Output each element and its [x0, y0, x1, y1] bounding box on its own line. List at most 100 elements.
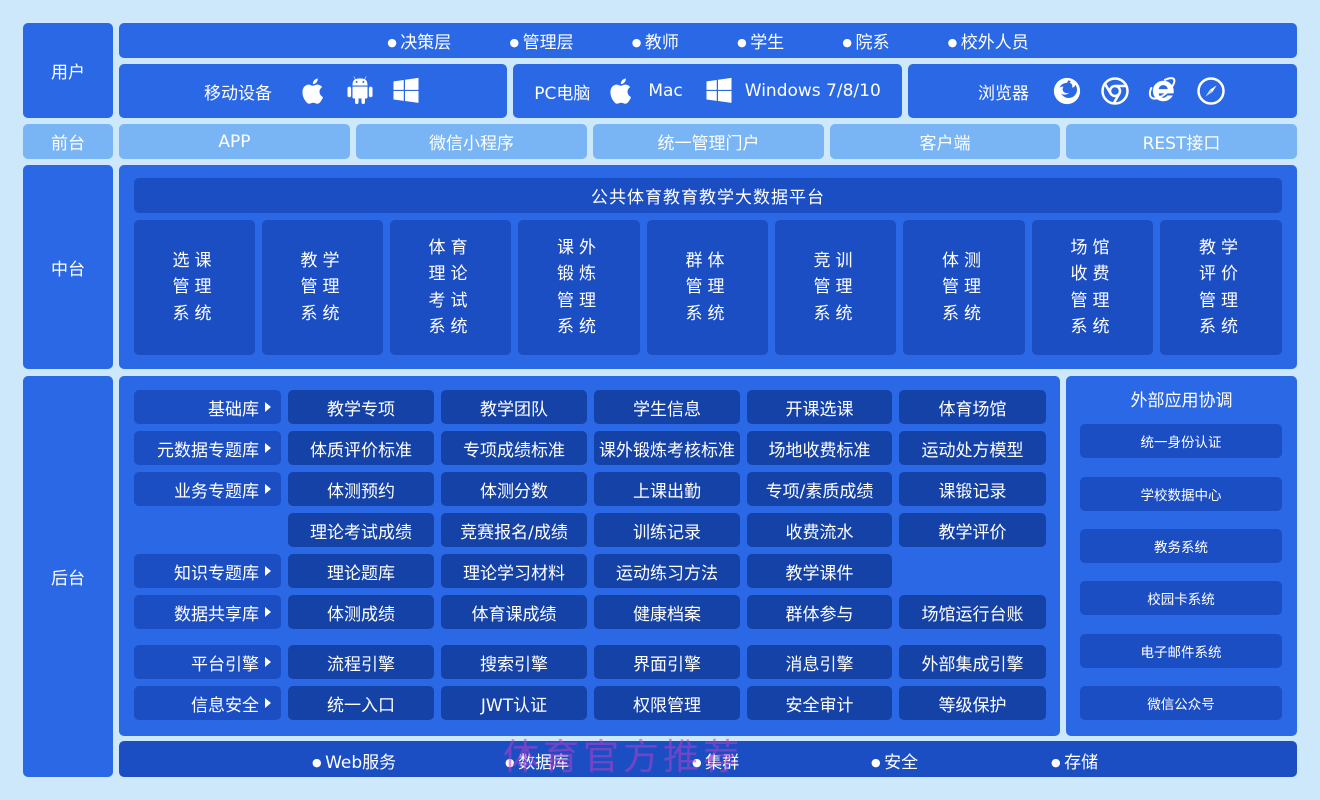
library-cell-label: 统一入口	[327, 695, 395, 716]
external-app-item[interactable]: 学校数据中心	[1080, 477, 1282, 511]
library-cell[interactable]: 理论考试成绩	[288, 513, 434, 547]
front-item-client[interactable]: 客户端	[830, 124, 1060, 159]
external-app-label: 学校数据中心	[1140, 488, 1222, 504]
system-card-label: 教学 评价 管理 系统	[1199, 237, 1243, 338]
external-app-item[interactable]: 电子邮件系统	[1080, 634, 1282, 668]
library-cell[interactable]: 流程引擎	[288, 645, 434, 679]
system-card[interactable]: 体测 管理 系统	[903, 220, 1025, 355]
external-app-item[interactable]: 教务系统	[1080, 529, 1282, 563]
system-card[interactable]: 体育 理论 考试 系统	[390, 220, 511, 355]
library-cell[interactable]: JWT认证	[441, 686, 587, 720]
system-card[interactable]: 群体 管理 系统	[647, 220, 768, 355]
library-cell[interactable]: 教学评价	[899, 513, 1046, 547]
library-label[interactable]: 信息安全	[134, 686, 281, 720]
system-card[interactable]: 课外 锻炼 管理 系统	[518, 220, 640, 355]
front-item-rest[interactable]: REST接口	[1066, 124, 1297, 159]
library-cell[interactable]: 外部集成引擎	[899, 645, 1046, 679]
library-cell[interactable]: 专项成绩标准	[441, 431, 587, 465]
library-cell-label: 流程引擎	[327, 654, 395, 675]
library-cell[interactable]: 体测成绩	[288, 595, 434, 629]
library-cell-label: 外部集成引擎	[921, 654, 1024, 675]
library-label[interactable]: 元数据专题库	[134, 431, 281, 465]
library-cell-label: 消息引擎	[785, 654, 854, 675]
infrastructure-bar: Web服务 数据库 集群 安全 存储	[119, 741, 1297, 777]
library-cell[interactable]: 课外锻炼考核标准	[594, 431, 740, 465]
library-cell-label: 理论学习材料	[463, 563, 565, 584]
front-item-label: 微信小程序	[429, 134, 514, 154]
side-label-middle: 中台	[23, 165, 113, 369]
devices-browser-row: 浏览器	[978, 75, 1227, 107]
front-item-portal[interactable]: 统一管理门户	[593, 124, 824, 159]
external-app-item[interactable]: 校园卡系统	[1080, 581, 1282, 615]
library-cell[interactable]: 教学课件	[747, 554, 892, 588]
library-cell-label: 收费流水	[785, 522, 854, 543]
library-cell-label: 体育场馆	[938, 399, 1007, 420]
library-label[interactable]: 业务专题库	[134, 472, 281, 506]
infra-item: 数据库	[505, 748, 569, 773]
library-cell[interactable]: 消息引擎	[747, 645, 892, 679]
library-cell[interactable]: 理论题库	[288, 554, 434, 588]
external-app-item[interactable]: 统一身份认证	[1080, 424, 1282, 458]
library-cell[interactable]: 体测预约	[288, 472, 434, 506]
system-card[interactable]: 竞训 管理 系统	[775, 220, 896, 355]
system-card[interactable]: 场馆 收费 管理 系统	[1032, 220, 1153, 355]
library-cell[interactable]: 统一入口	[288, 686, 434, 720]
library-cell[interactable]: 等级保护	[899, 686, 1046, 720]
library-cell[interactable]: 搜索引擎	[441, 645, 587, 679]
system-card[interactable]: 教学 评价 管理 系统	[1160, 220, 1282, 355]
front-item-app[interactable]: APP	[119, 124, 350, 159]
library-label[interactable]: 基础库	[134, 390, 281, 424]
library-cell[interactable]: 上课出勤	[594, 472, 740, 506]
library-cell-label: 健康档案	[633, 604, 701, 625]
external-app-item[interactable]: 微信公众号	[1080, 686, 1282, 720]
library-cell[interactable]: 安全审计	[747, 686, 892, 720]
library-cell[interactable]: 训练记录	[594, 513, 740, 547]
infrastructure-list: Web服务 数据库 集群 安全 存储	[119, 741, 1297, 777]
library-cell[interactable]: 教学专项	[288, 390, 434, 424]
library-label[interactable]: 知识专题库	[134, 554, 281, 588]
library-cell[interactable]: 专项/素质成绩	[747, 472, 892, 506]
system-card-label: 体育 理论 考试 系统	[428, 237, 473, 338]
front-item-label: REST接口	[1142, 134, 1221, 154]
library-cell[interactable]: 收费流水	[747, 513, 892, 547]
library-cell-label: 竞赛报名/成绩	[460, 522, 568, 543]
system-card[interactable]: 教学 管理 系统	[262, 220, 383, 355]
library-cell-label: 教学专项	[327, 399, 395, 420]
library-cell[interactable]: 理论学习材料	[441, 554, 587, 588]
system-card[interactable]: 选课 管理 系统	[134, 220, 255, 355]
front-item-miniprogram[interactable]: 微信小程序	[356, 124, 587, 159]
library-cell-label: 课外锻炼考核标准	[599, 440, 735, 461]
library-cell-label: 体测预约	[327, 481, 395, 502]
library-cell[interactable]: 运动处方模型	[899, 431, 1046, 465]
library-cell[interactable]: 体育课成绩	[441, 595, 587, 629]
library-cell[interactable]: 群体参与	[747, 595, 892, 629]
role-item: 院系	[842, 28, 889, 53]
library-cell-label: 运动练习方法	[616, 563, 718, 584]
infra-item: 安全	[871, 748, 918, 773]
devices-browser: 浏览器	[908, 64, 1297, 118]
library-cell[interactable]: 场地收费标准	[747, 431, 892, 465]
library-cell[interactable]: 体测分数	[441, 472, 587, 506]
library-label-text: 平台引擎	[191, 654, 259, 675]
library-label[interactable]: 平台引擎	[134, 645, 281, 679]
library-cell[interactable]: 课锻记录	[899, 472, 1046, 506]
caret-right-icon	[265, 698, 271, 708]
library-cell[interactable]: 权限管理	[594, 686, 740, 720]
library-label[interactable]: 数据共享库	[134, 595, 281, 629]
library-cell[interactable]: 健康档案	[594, 595, 740, 629]
library-cell[interactable]: 场馆运行台账	[899, 595, 1046, 629]
library-cell[interactable]: 教学团队	[441, 390, 587, 424]
devices-mobile-row: 移动设备	[204, 75, 422, 107]
library-cell-label: 权限管理	[633, 695, 701, 716]
library-cell[interactable]: 开课选课	[747, 390, 892, 424]
library-cell[interactable]: 运动练习方法	[594, 554, 740, 588]
library-cell-label: 体测分数	[480, 481, 548, 502]
library-cell[interactable]: 体育场馆	[899, 390, 1046, 424]
devices-pc: PC电脑 Mac Windows 7/8/10	[513, 64, 902, 118]
library-cell[interactable]: 体质评价标准	[288, 431, 434, 465]
library-cell[interactable]: 竞赛报名/成绩	[441, 513, 587, 547]
external-app-label: 电子邮件系统	[1140, 645, 1222, 661]
infra-item: Web服务	[312, 748, 396, 773]
library-cell[interactable]: 学生信息	[594, 390, 740, 424]
library-cell[interactable]: 界面引擎	[594, 645, 740, 679]
